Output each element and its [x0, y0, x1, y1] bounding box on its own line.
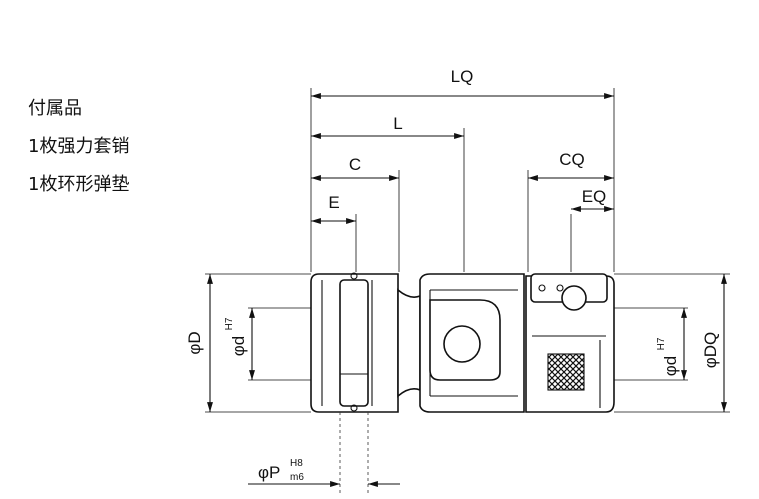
label-bore-right-tol: H7	[656, 337, 667, 350]
accessories-title: 付属品	[28, 98, 82, 119]
label-p-tol-lower: m6	[290, 472, 304, 483]
extension-lines	[310, 88, 615, 272]
label-d: φD	[185, 331, 204, 354]
label-p: φP	[258, 463, 280, 482]
label-eq: EQ	[582, 187, 607, 206]
dimension-l: L	[311, 114, 464, 139]
label-p-tol-upper: H8	[290, 458, 303, 469]
dimension-p: φP H8 m6	[248, 458, 400, 487]
coupling-body	[310, 272, 615, 413]
dimension-eq: EQ	[571, 187, 614, 212]
dimension-bore-right: φd H7	[656, 308, 687, 380]
label-e: E	[328, 193, 339, 212]
label-l: L	[393, 114, 402, 133]
accessory-pin: 1枚强力套销	[28, 136, 130, 157]
dimension-bore-left: φd H7	[224, 308, 255, 380]
dimension-c: C	[311, 155, 399, 181]
label-cq: CQ	[559, 150, 585, 169]
dimension-dq: φDQ	[701, 274, 727, 412]
label-lq: LQ	[451, 67, 474, 86]
hidden-lines	[205, 273, 730, 494]
label-bore-left: φd	[229, 336, 248, 356]
accessory-washer: 1枚环形弹垫	[28, 174, 130, 195]
dimension-d: φD	[185, 274, 213, 412]
label-bore-right: φd	[661, 356, 680, 376]
label-dq: φDQ	[701, 332, 720, 369]
dimension-lq: LQ	[311, 67, 614, 99]
label-c: C	[349, 155, 361, 174]
dimension-e: E	[311, 193, 356, 224]
dimension-cq: CQ	[528, 150, 614, 181]
accessories-note: 付属品 1枚强力套销 1枚环形弹垫	[28, 90, 129, 204]
label-bore-left-tol: H7	[224, 317, 235, 330]
